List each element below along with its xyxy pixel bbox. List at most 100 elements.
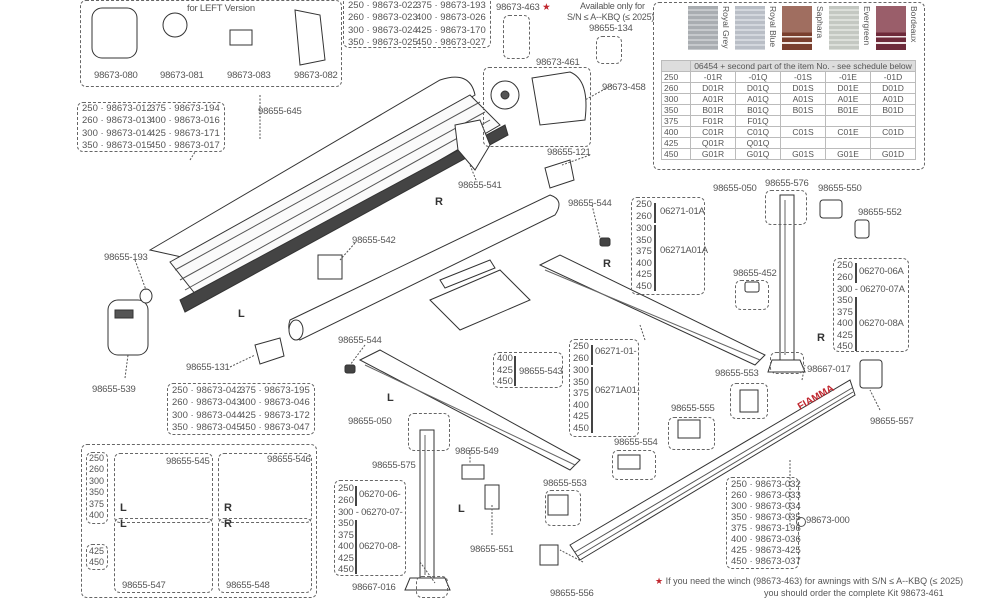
part-label[interactable]: 98655-131 <box>186 362 230 373</box>
size-cell: 450 <box>661 148 691 160</box>
part-label[interactable]: 06271A01A <box>660 245 708 256</box>
part-553a-box <box>730 383 768 419</box>
size-cell: 350 <box>661 104 691 116</box>
part-label[interactable]: 98655-544 <box>338 335 382 346</box>
part-label[interactable]: 98655-549 <box>455 446 499 457</box>
part-label[interactable]: 98673-081 <box>160 70 204 81</box>
roller-table-box <box>167 383 315 435</box>
bracket-item[interactable] <box>218 453 312 523</box>
p543-table-box <box>493 352 563 388</box>
cassette-top-cover <box>148 76 476 261</box>
bracket <box>654 203 656 223</box>
winch-label[interactable]: 98673-463 ★ <box>496 2 551 13</box>
part-label[interactable]: 98655-452 <box>733 268 777 279</box>
part-label[interactable]: 06270-06A <box>859 266 904 277</box>
part-label[interactable]: 06271A01- <box>595 385 640 396</box>
part-label[interactable]: 98673-461 <box>536 57 580 68</box>
bracket <box>855 263 857 283</box>
part-label[interactable]: 98655-544 <box>568 198 612 209</box>
bracket-item[interactable] <box>218 518 312 593</box>
part-label[interactable]: 98655-557 <box>870 416 914 427</box>
part-label[interactable]: 98673-458 <box>602 82 646 93</box>
part-label[interactable]: 98655-050 <box>348 416 392 427</box>
availability-box <box>596 36 622 64</box>
part-label[interactable]: 98655-193 <box>104 252 148 263</box>
front-profile-table: 250 · 98673-032 260 · 98673-033 300 · 98… <box>731 479 801 567</box>
fabric-code-cell <box>780 115 826 127</box>
part-label[interactable]: 98655-545 <box>166 456 210 467</box>
part-label[interactable]: 98673-000 <box>806 515 850 526</box>
footnote-line1: ★ If you need the winch (98673-463) for … <box>655 576 964 586</box>
part-label[interactable]: 98655-555 <box>671 403 715 414</box>
part-label[interactable]: 98655-541 <box>458 180 502 191</box>
part-label[interactable]: 300 - 06270-07A <box>837 284 905 295</box>
table-row: 300 · 98673-024425 · 98673-170 <box>348 24 486 36</box>
bracket <box>654 225 656 291</box>
fabric-code-cell: F01R <box>690 115 736 127</box>
part-label[interactable]: 98655-576 <box>765 178 809 189</box>
part-label[interactable]: 98655-556 <box>550 588 594 599</box>
part-label[interactable]: 98655-121 <box>547 147 591 158</box>
leg-left <box>419 429 435 581</box>
part-label[interactable]: 98673-082 <box>294 70 338 81</box>
part-label[interactable]: 98655-554 <box>614 437 658 448</box>
part-label[interactable]: 06270-08A <box>859 318 904 329</box>
front-bar-table: 250 · 98673-012375 · 98673-194 260 · 986… <box>82 103 220 153</box>
fabric-code-cell <box>870 115 916 127</box>
part-label[interactable]: 98655-550 <box>818 183 862 194</box>
part-label[interactable]: 300 - 06270-07- <box>338 507 403 518</box>
part-016-box <box>416 576 448 598</box>
part-label[interactable]: 98673-083 <box>227 70 271 81</box>
part-label[interactable]: 98655-543 <box>519 366 563 377</box>
part-label[interactable]: 98655-134 <box>589 23 633 34</box>
part-label[interactable]: 06270-08- <box>359 541 401 552</box>
bracket <box>355 486 357 506</box>
part-label[interactable]: 98655-553 <box>715 368 759 379</box>
part-label[interactable]: 98655-546 <box>267 454 311 465</box>
part-label[interactable]: 98667-016 <box>352 582 396 593</box>
availability-line2: S/N ≤ A--KBQ (≤ 2025) <box>567 12 655 22</box>
part-label[interactable]: 98655-645 <box>258 106 302 117</box>
star-icon: ★ <box>655 576 664 586</box>
swatch-label: Bordeaux <box>909 6 919 43</box>
fabric-code-cell: -01R <box>690 71 736 83</box>
part-label[interactable]: 98655-542 <box>352 235 396 246</box>
fabric-code-cell: G01R <box>690 148 736 160</box>
fabric-code-cell: B01E <box>825 104 871 116</box>
part-label[interactable]: 98655-552 <box>858 207 902 218</box>
part-label[interactable]: 98655-575 <box>372 460 416 471</box>
part-label[interactable]: 06270-06- <box>359 489 401 500</box>
part-label[interactable]: 98655-551 <box>470 544 514 555</box>
part-label[interactable]: 98655-539 <box>92 384 136 395</box>
bracket-item[interactable] <box>114 453 213 523</box>
part-label[interactable]: 98655-553 <box>543 478 587 489</box>
part-label[interactable]: 98667-017 <box>807 364 851 375</box>
winch-box <box>503 15 530 59</box>
left-version-box <box>80 0 342 87</box>
part-label[interactable]: 06271-01- <box>595 346 637 357</box>
star-icon: ★ <box>542 2 551 13</box>
swatch-royal-blue <box>735 6 765 50</box>
table-header-row: 06454 + second part of the item No. - se… <box>661 60 916 72</box>
part-label[interactable]: 98655-547 <box>122 580 166 591</box>
part-label[interactable]: 06271-01A <box>660 206 705 217</box>
kit-box <box>483 67 591 147</box>
availability-line1: Available only for <box>580 1 645 11</box>
part-label[interactable]: 98655-548 <box>226 580 270 591</box>
part-label[interactable]: 98655-050 <box>713 183 757 194</box>
fabric-code-cell: -01Q <box>735 71 781 83</box>
bracket-item[interactable] <box>114 518 213 593</box>
part-label[interactable]: 98673-080 <box>94 70 138 81</box>
fabric-box <box>653 2 925 170</box>
side-letter-r: R <box>817 332 825 344</box>
fabric-code-cell: -01E <box>825 71 871 83</box>
